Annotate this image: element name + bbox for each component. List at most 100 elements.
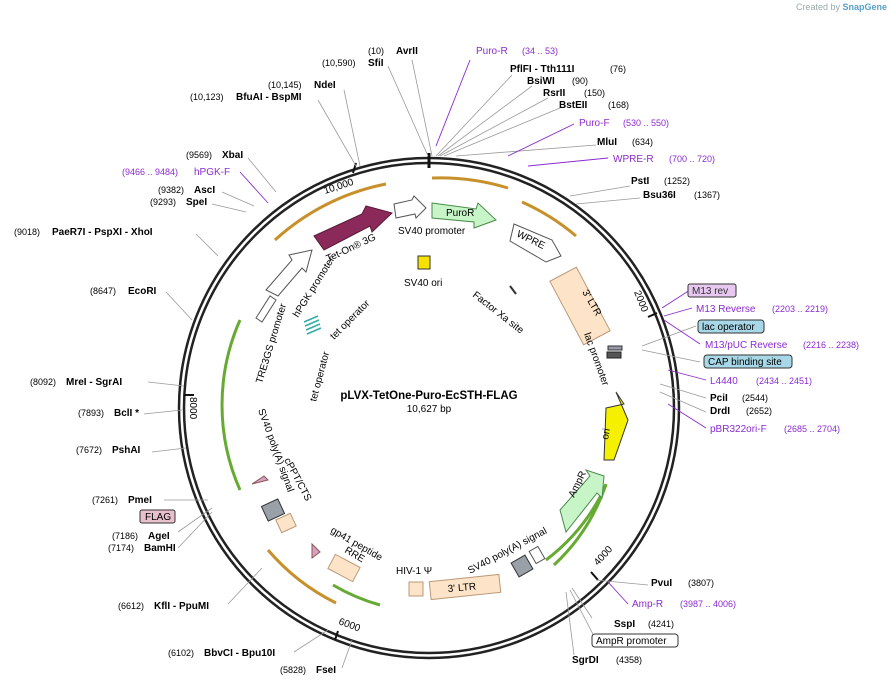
feature-arc-green-bottom xyxy=(332,583,381,607)
enzyme-pos: (4241) xyxy=(648,619,674,629)
feature-pink xyxy=(251,475,269,485)
enzyme-name: AvrII xyxy=(396,46,418,57)
enzyme-pos: (150) xyxy=(584,88,605,98)
feature-arc-wpre xyxy=(431,176,509,190)
enzyme-pos: (1367) xyxy=(694,190,720,200)
primer-name: L4440 xyxy=(710,376,738,387)
enzyme-pos: (5828) xyxy=(280,665,306,675)
enzyme-name: EcoRI xyxy=(128,286,157,297)
tick-mark xyxy=(647,312,658,318)
feature-3ltr-bottom xyxy=(428,573,502,601)
enzyme-name: BclI * xyxy=(114,408,139,419)
enzyme-pos: (168) xyxy=(608,100,629,110)
enzyme-name: MreI - SgrAI xyxy=(66,377,122,388)
primer-leaders xyxy=(239,59,707,605)
feature-3ltr-right xyxy=(549,266,611,346)
label-flag: FLAG xyxy=(145,512,171,523)
enzyme-pos: (10) xyxy=(368,46,384,56)
enzyme-name: BfuAI - BspMI xyxy=(236,92,302,103)
feature-label: SV40 ori xyxy=(404,278,442,289)
primer-range: (700 .. 720) xyxy=(669,154,715,164)
enzyme-pos: (6102) xyxy=(168,648,194,658)
label-ampr-promoter: AmpR promoter xyxy=(596,636,667,647)
enzyme-name: SpeI xyxy=(186,197,207,208)
tick-label: 4000 xyxy=(592,544,615,568)
feature-ori xyxy=(603,391,629,461)
label-cap: CAP binding site xyxy=(708,357,782,368)
primer-range: (9466 .. 9484) xyxy=(122,167,178,177)
feature-rre xyxy=(327,553,361,583)
feature-label: 3' LTR xyxy=(447,582,476,595)
watermark-brand: SnapGene xyxy=(842,2,887,12)
feature-label: tet operator xyxy=(328,298,372,342)
enzyme-pos: (9293) xyxy=(150,197,176,207)
tick-label: 2000 xyxy=(631,289,650,314)
primer-range: (3987 .. 4006) xyxy=(680,599,736,609)
enzyme-name: PstI xyxy=(631,176,650,187)
enzyme-name: BsiWI xyxy=(527,76,555,87)
feature-tre3gs-promoter xyxy=(255,295,277,323)
enzyme-name: BbvCI - Bpu10I xyxy=(204,648,275,659)
enzyme-name: PshAI xyxy=(112,445,141,456)
enzyme-pos: (7672) xyxy=(76,445,102,455)
enzyme-pos: (9382) xyxy=(158,185,184,195)
enzyme-pos: (10,123) xyxy=(190,92,224,102)
label-box-lac-operator xyxy=(697,319,765,334)
enzyme-name: PflFI - Tth111I xyxy=(510,64,575,75)
feature-tet-operators xyxy=(303,315,322,335)
feature-label: SV40 promoter xyxy=(398,226,466,237)
feature-label: PuroR xyxy=(446,208,474,219)
feature-label: lac promoter xyxy=(581,331,611,388)
enzyme-pos: (9018) xyxy=(14,227,40,237)
primer-range: (2434 .. 2451) xyxy=(756,376,812,386)
enzyme-pos: (10,145) xyxy=(268,80,302,90)
feature-gray-box xyxy=(260,498,286,522)
feature-sv40pa-bottom xyxy=(528,545,546,565)
label-lac-operator: lac operator xyxy=(702,322,755,333)
enzyme-pos: (76) xyxy=(610,64,626,74)
primer-name: M13/pUC Reverse xyxy=(705,340,788,351)
watermark: Created by SnapGene xyxy=(796,2,887,12)
enzyme-name: PciI xyxy=(710,393,728,404)
feature-label: HIV-1 Ψ xyxy=(396,566,432,577)
feature-sv40-ori xyxy=(417,255,431,270)
enzyme-name: AgeI xyxy=(148,531,170,542)
enzyme-pos: (7261) xyxy=(92,495,118,505)
tick-label: 6000 xyxy=(337,616,362,634)
enzyme-pos: (90) xyxy=(572,76,588,86)
enzyme-name: SgrDI xyxy=(572,655,599,666)
feature-label: tet operator xyxy=(308,350,332,403)
primer-name: pBR322ori-F xyxy=(710,424,767,435)
enzyme-pos: (7893) xyxy=(78,408,104,418)
primer-name: WPRE-R xyxy=(613,154,654,165)
enzyme-pos: (1252) xyxy=(664,176,690,186)
primer-range: (2216 .. 2238) xyxy=(803,340,859,350)
enzyme-name: XbaI xyxy=(222,150,243,161)
enzyme-pos: (7186) xyxy=(112,531,138,541)
enzyme-name: PmeI xyxy=(128,495,152,506)
feature-puror xyxy=(431,202,497,229)
enzyme-pos: (3807) xyxy=(688,578,714,588)
enzyme-name: DrdI xyxy=(710,406,730,417)
tick-label: 8000 xyxy=(187,397,198,420)
enzyme-name: BamHI xyxy=(144,543,176,554)
enzyme-name: Bsu36I xyxy=(643,190,676,201)
feature-cppt xyxy=(275,512,297,534)
label-box-ampr-promoter xyxy=(591,633,679,648)
primer-name: hPGK-F xyxy=(194,167,230,178)
enzyme-pos: (634) xyxy=(632,137,653,147)
feature-gp41 xyxy=(311,542,321,559)
leader-lines xyxy=(143,59,707,669)
watermark-prefix: Created by xyxy=(795,2,840,12)
enzyme-name: KflI - PpuMI xyxy=(154,601,209,612)
feature-ampr xyxy=(559,469,605,534)
tick-mark xyxy=(590,571,599,581)
enzyme-pos: (8092) xyxy=(30,377,56,387)
feature-cap xyxy=(607,345,623,351)
enzyme-pos: (2652) xyxy=(746,406,772,416)
enzyme-name: AscI xyxy=(194,185,215,196)
feature-teton3g xyxy=(313,205,393,251)
label-m13rev: M13 rev xyxy=(692,286,728,297)
primer-range: (530 .. 550) xyxy=(623,118,669,128)
